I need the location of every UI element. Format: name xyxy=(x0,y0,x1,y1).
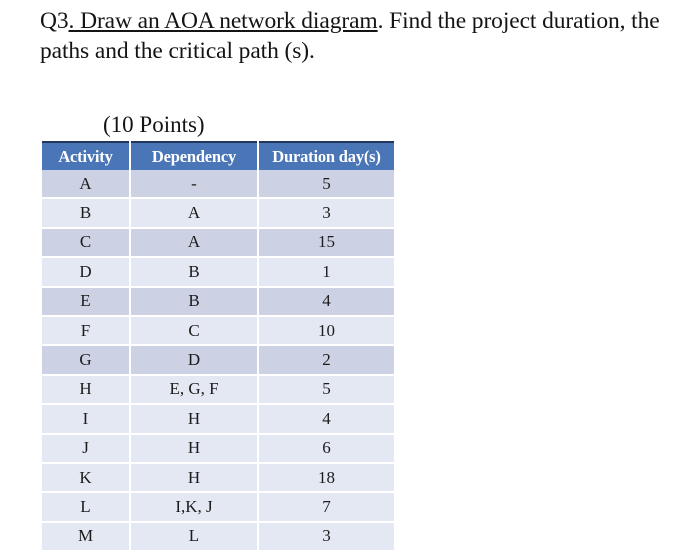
cell-dependency: E, G, F xyxy=(130,374,259,406)
cell-dependency: H xyxy=(130,462,259,494)
cell-dependency: - xyxy=(130,170,259,200)
cell-activity: G xyxy=(42,345,131,376)
cell-activity: M xyxy=(42,521,131,552)
cell-duration: 7 xyxy=(258,492,394,523)
cell-duration: 15 xyxy=(258,227,394,259)
cell-dependency: B xyxy=(130,286,259,317)
points-label: (10 Points) xyxy=(103,112,205,137)
cell-activity: B xyxy=(42,198,131,229)
cell-duration: 4 xyxy=(258,286,394,317)
cell-activity: F xyxy=(42,315,131,347)
cell-dependency: H xyxy=(130,433,259,464)
cell-activity: D xyxy=(42,257,131,288)
cell-duration: 10 xyxy=(258,315,394,347)
table-header: Activity Dependency Duration day(s) xyxy=(42,142,394,170)
cell-duration: 5 xyxy=(258,374,394,406)
cell-duration: 2 xyxy=(258,345,394,376)
cell-duration: 3 xyxy=(258,521,394,552)
column-header-dependency: Dependency xyxy=(130,142,259,170)
cell-activity: C xyxy=(42,227,131,259)
cell-activity: L xyxy=(42,492,131,523)
table-row: A-5 xyxy=(42,170,394,200)
question-remainder: . Find the project duration, the paths a… xyxy=(40,8,660,64)
cell-dependency: C xyxy=(130,315,259,347)
cell-duration: 5 xyxy=(258,170,394,200)
question-text: Q3. Draw an AOA network diagram. Find th… xyxy=(40,6,690,66)
cell-activity: H xyxy=(42,374,131,406)
cell-dependency: A xyxy=(130,227,259,259)
cell-activity: A xyxy=(42,170,131,200)
cell-activity: E xyxy=(42,286,131,317)
cell-dependency: D xyxy=(130,345,259,376)
cell-dependency: B xyxy=(130,257,259,288)
cell-duration: 4 xyxy=(258,404,394,435)
cell-duration: 6 xyxy=(258,433,394,464)
cell-dependency: H xyxy=(130,404,259,435)
table-header-row: Activity Dependency Duration day(s) xyxy=(42,142,394,170)
question-underlined-phrase: . Draw an AOA network diagram xyxy=(68,8,378,34)
cell-duration: 1 xyxy=(258,257,394,288)
question-number: Q3 xyxy=(40,8,69,34)
cell-dependency: I,K, J xyxy=(130,492,259,523)
column-header-duration: Duration day(s) xyxy=(258,142,394,170)
cell-dependency: L xyxy=(130,521,259,552)
column-header-activity: Activity xyxy=(42,142,131,170)
cell-dependency: A xyxy=(130,198,259,229)
cell-activity: K xyxy=(42,462,131,494)
cell-duration: 3 xyxy=(258,198,394,229)
cell-activity: I xyxy=(42,404,131,435)
cell-duration: 18 xyxy=(258,462,394,494)
cell-activity: J xyxy=(42,433,131,464)
